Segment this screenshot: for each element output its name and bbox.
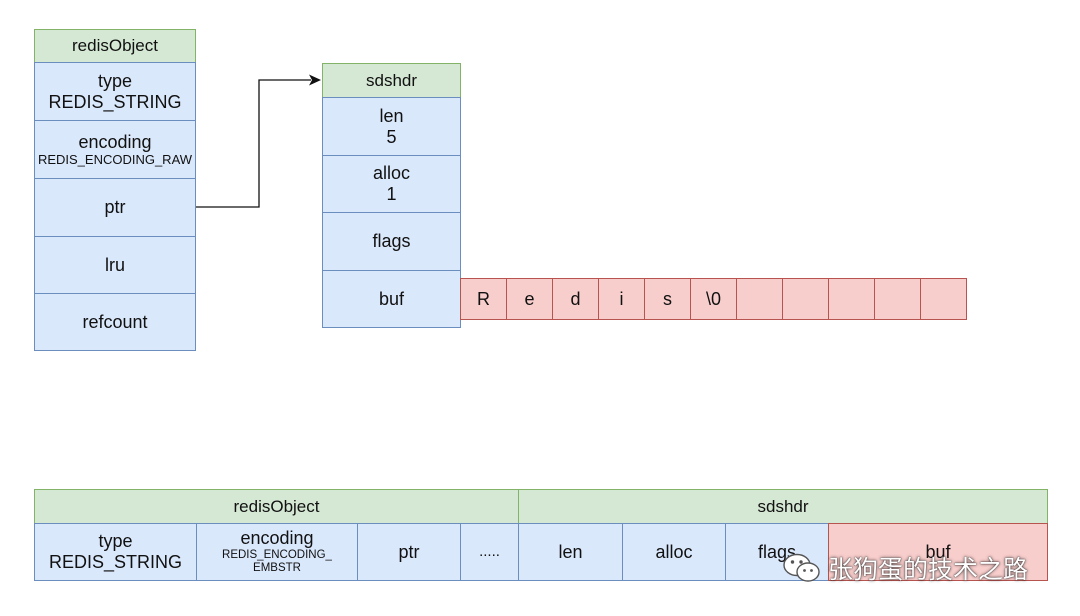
sdshdr-header-label: sdshdr: [365, 70, 418, 90]
len-label: len: [379, 105, 404, 126]
embstr-sdshdr-header: sdshdr: [518, 489, 1048, 524]
alloc-label: alloc: [372, 163, 411, 184]
buf-byte-cell: R: [460, 278, 507, 320]
embstr-buf-cell: buf: [828, 523, 1048, 581]
ptr-label: ptr: [104, 197, 126, 218]
alloc-value: 1: [386, 184, 397, 204]
lru-label: lru: [104, 254, 125, 275]
buf-byte-cell: e: [506, 278, 553, 320]
embstr-encoding-label: encoding: [240, 528, 314, 549]
redisobject-header: redisObject: [34, 29, 196, 63]
embstr-alloc-cell: alloc: [622, 523, 726, 581]
embstr-buf-label: buf: [925, 541, 951, 562]
buf-byte-cell: [920, 278, 967, 320]
embstr-len-cell: len: [518, 523, 623, 581]
encoding-value: REDIS_ENCODING_RAW: [37, 151, 193, 167]
redisobject-type-field: type REDIS_STRING: [34, 62, 196, 121]
buf-byte-value: s: [663, 288, 672, 309]
sdshdr-len-field: len 5: [322, 97, 461, 156]
refcount-label: refcount: [82, 311, 148, 332]
embstr-type-value: REDIS_STRING: [48, 552, 183, 572]
embstr-redisobject-header-label: redisObject: [233, 496, 320, 516]
type-value: REDIS_STRING: [48, 91, 182, 112]
sdshdr-alloc-field: alloc 1: [322, 155, 461, 213]
redisobject-refcount-field: refcount: [34, 293, 196, 351]
embstr-encoding-value: REDIS_ENCODING_ EMBSTR: [222, 549, 332, 575]
sdshdr-buf-field: buf: [322, 270, 461, 328]
embstr-flags-cell: flags: [725, 523, 829, 581]
wechat-icon: [783, 553, 820, 582]
watermark-text: 张狗蛋的技术之路: [828, 556, 1029, 584]
embstr-redisobject-header: redisObject: [34, 489, 519, 524]
redisobject-lru-field: lru: [34, 236, 196, 294]
embstr-encoding-cell: encoding REDIS_ENCODING_ EMBSTR: [196, 523, 358, 581]
type-label: type: [97, 70, 133, 91]
buf-byte-value: d: [570, 288, 581, 309]
redisobject-header-label: redisObject: [72, 36, 158, 56]
buf-byte-value: e: [524, 288, 535, 309]
embstr-flags-label: flags: [757, 541, 797, 562]
sdshdr-flags-field: flags: [322, 212, 461, 271]
ptr-arrow-head: [309, 74, 321, 86]
embstr-sdshdr-header-label: sdshdr: [757, 496, 809, 516]
embstr-type-label: type: [98, 531, 133, 552]
sdshdr-header: sdshdr: [322, 63, 461, 98]
embstr-ellipsis-cell: .....: [460, 523, 519, 581]
flags-label: flags: [372, 231, 411, 252]
buf-label: buf: [378, 288, 405, 309]
embstr-len-label: len: [558, 541, 583, 562]
embstr-ptr-label: ptr: [398, 541, 420, 562]
buf-byte-cell: [828, 278, 875, 320]
buf-byte-value: \0: [705, 288, 721, 309]
redisobject-ptr-field: ptr: [34, 178, 196, 237]
watermark: 张狗蛋的技术之路: [782, 548, 1028, 588]
len-value: 5: [386, 126, 397, 147]
buf-byte-value: i: [619, 288, 624, 309]
embstr-ellipsis-label: .....: [479, 543, 500, 561]
ptr-arrow-line: [196, 79, 311, 208]
embstr-ptr-cell: ptr: [357, 523, 461, 581]
buf-byte-value: R: [477, 288, 490, 309]
embstr-type-cell: type REDIS_STRING: [34, 523, 197, 581]
encoding-label: encoding: [78, 132, 152, 152]
embstr-alloc-label: alloc: [655, 541, 693, 562]
